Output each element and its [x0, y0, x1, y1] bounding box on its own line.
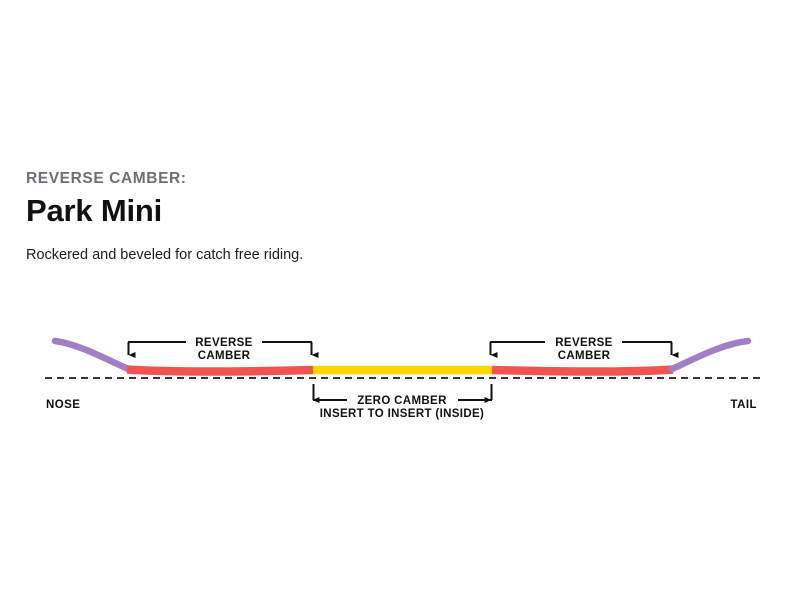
segment-tail-rocker	[668, 337, 752, 373]
nose-label: NOSE	[46, 399, 80, 411]
dimension-label-right-line1: REVERSE	[555, 337, 612, 349]
product-description: Rockered and beveled for catch free ridi…	[26, 246, 304, 263]
page-title: Park Mini	[26, 193, 163, 229]
dimension-label-left-line2: CAMBER	[198, 350, 251, 362]
tail-label: TAIL	[731, 399, 758, 411]
segment-nose-reverse-camber	[126, 365, 314, 376]
dimension-reverse-camber-right: REVERSE CAMBER	[489, 337, 679, 362]
segment-tail-reverse-camber	[491, 365, 674, 376]
segment-zero-camber	[313, 365, 492, 375]
zero-camber-label-line2: INSERT TO INSERT (INSIDE)	[320, 408, 484, 420]
board-profile	[51, 337, 752, 376]
eyebrow-label: REVERSE CAMBER:	[26, 170, 187, 187]
dimension-label-right-line2: CAMBER	[558, 350, 611, 362]
dimension-label-left-line1: REVERSE	[195, 337, 252, 349]
segment-nose-rocker	[51, 337, 132, 373]
dimension-zero-camber: ZERO CAMBER INSERT TO INSERT (INSIDE)	[312, 384, 493, 420]
zero-camber-label-line1: ZERO CAMBER	[357, 395, 447, 407]
dimension-reverse-camber-left: REVERSE CAMBER	[127, 337, 319, 362]
product-text-block: REVERSE CAMBER: Park Mini Rockered and b…	[26, 170, 546, 264]
